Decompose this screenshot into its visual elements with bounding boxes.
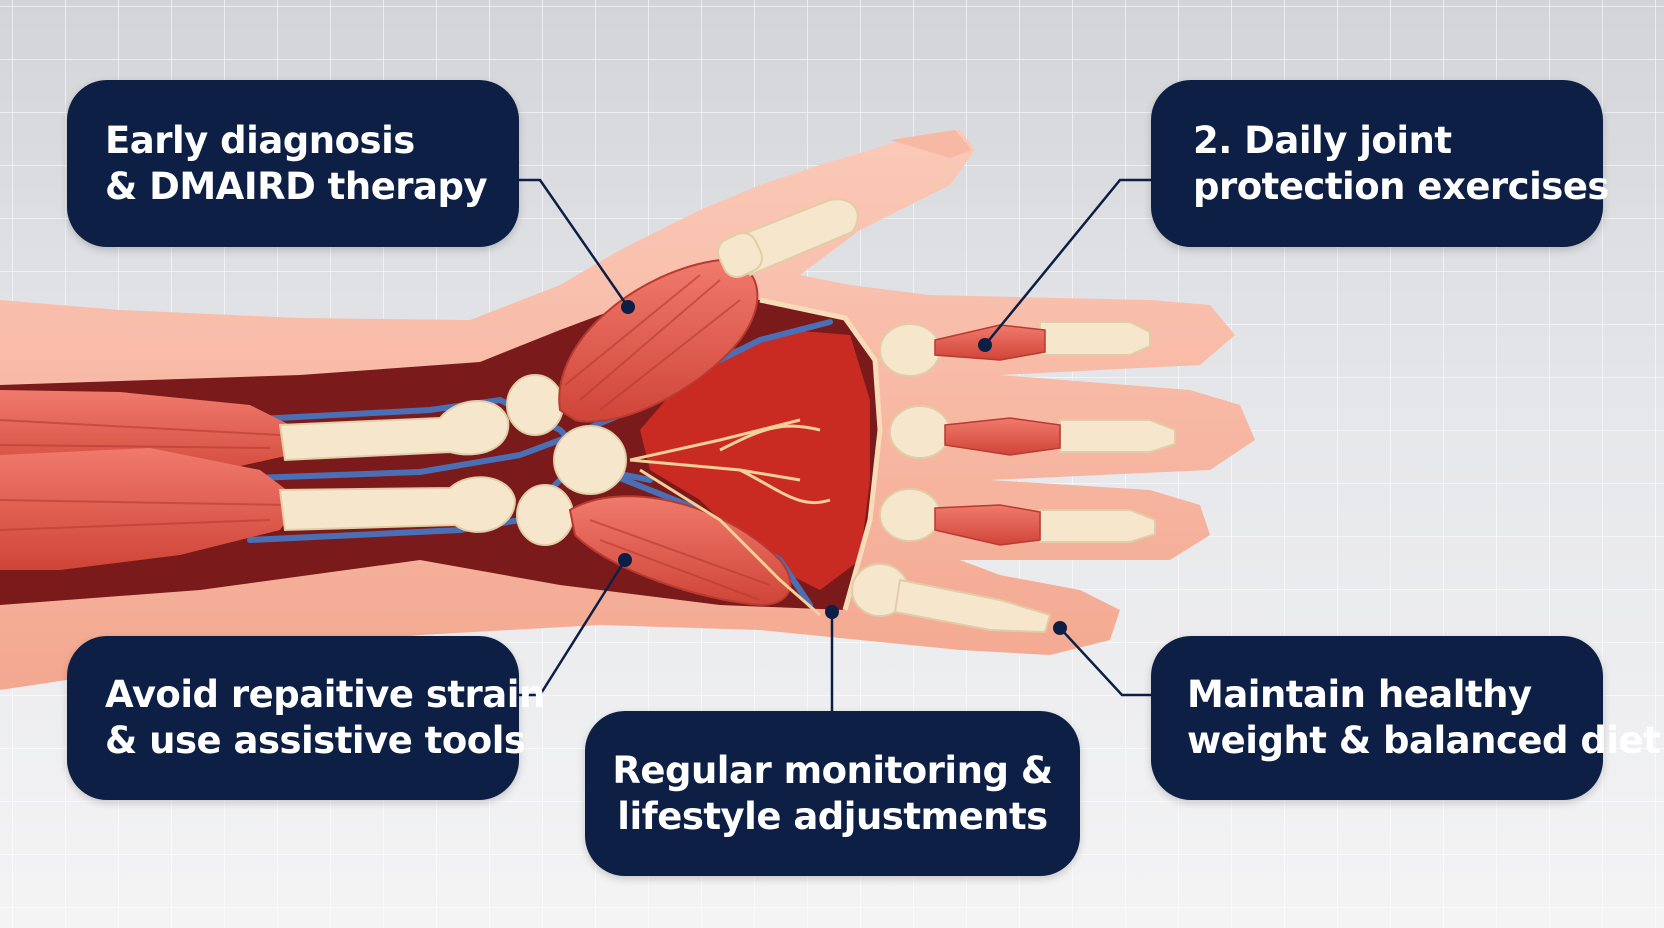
thumb-bones (717, 198, 859, 278)
callout-line: lifestyle adjustments (617, 794, 1048, 838)
hand-muscles (558, 258, 792, 607)
callout-avoid-strain: Avoid repaitive strain & use assistive t… (67, 636, 545, 800)
callout-line: & use assistive tools (105, 719, 526, 762)
leader-lines (519, 178, 1151, 711)
callout-early-diagnosis: Early diagnosis & DMAIRD therapy (67, 80, 519, 247)
palm-tissue (640, 330, 870, 590)
callout-line: Maintain healthy (1187, 673, 1532, 716)
callout-line: Avoid repaitive strain (105, 673, 545, 716)
forearm-muscles (0, 390, 300, 570)
leader-dots (618, 300, 1067, 635)
callout-line: & DMAIRD therapy (105, 164, 488, 208)
callout-joint-protection: 2. Daily joint protection exercises (1151, 80, 1609, 247)
palm-tendons (629, 418, 831, 617)
finger-bones (851, 321, 1176, 634)
callout-line: weight & balanced diet (1187, 719, 1661, 762)
finger-tendons (934, 324, 1061, 546)
callout-healthy-weight: Maintain healthy weight & balanced diet (1151, 636, 1661, 800)
callout-line: Regular monitoring & (612, 748, 1053, 792)
palm-fascia-outline (759, 297, 883, 611)
callout-line: Early diagnosis (105, 118, 415, 162)
forearm-bones (278, 374, 627, 546)
callout-regular-monitoring: Regular monitoring & lifestyle adjustmen… (585, 711, 1080, 876)
callout-line: protection exercises (1193, 164, 1609, 208)
callout-line: 2. Daily joint (1193, 118, 1452, 162)
